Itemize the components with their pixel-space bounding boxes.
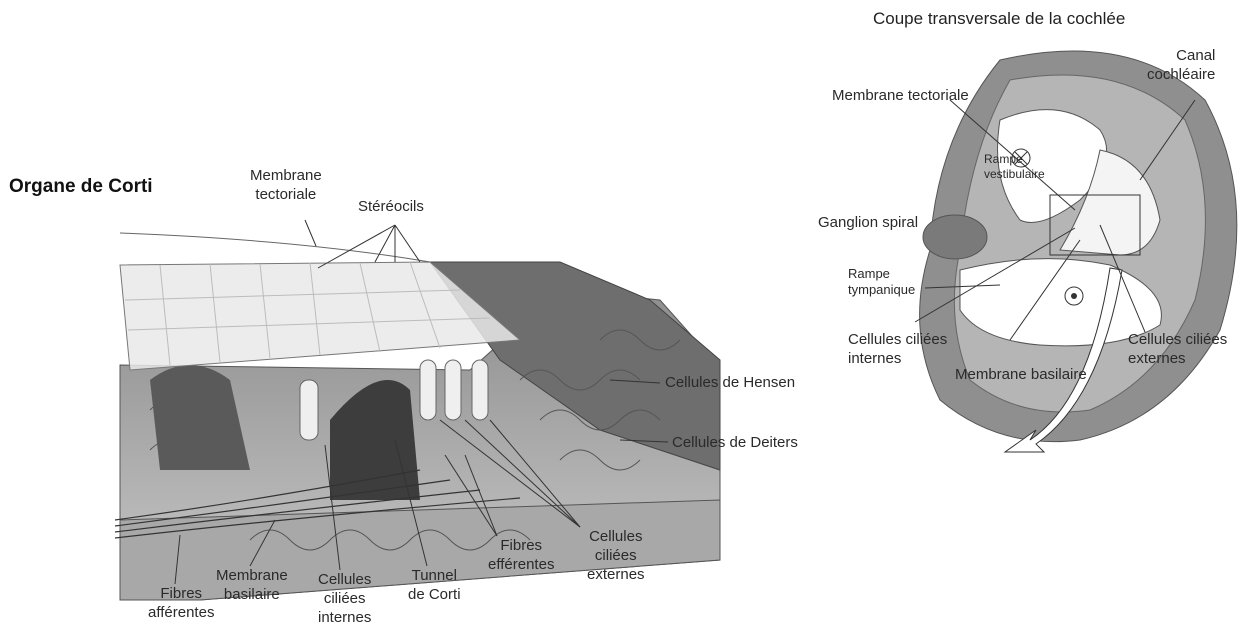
label-membrane-basilaire-2: Membrane basilaire (955, 365, 1087, 384)
label-cellules-ciliees-externes-2: Cellules ciliées externes (1128, 330, 1227, 368)
label-membrane-tectoriale-2: Membrane tectoriale (832, 86, 969, 105)
label-canal-cochleaire: Canal cochléaire (1147, 46, 1215, 84)
label-rampe-tympanique: Rampe tympanique (848, 266, 915, 298)
label-cellules-ciliees-internes-2: Cellules ciliées internes (848, 330, 947, 368)
label-ganglion-spiral: Ganglion spiral (818, 213, 918, 232)
spiral-ganglion (923, 215, 987, 259)
label-rampe-vestibulaire: Rampe vestibulaire (984, 152, 1045, 182)
